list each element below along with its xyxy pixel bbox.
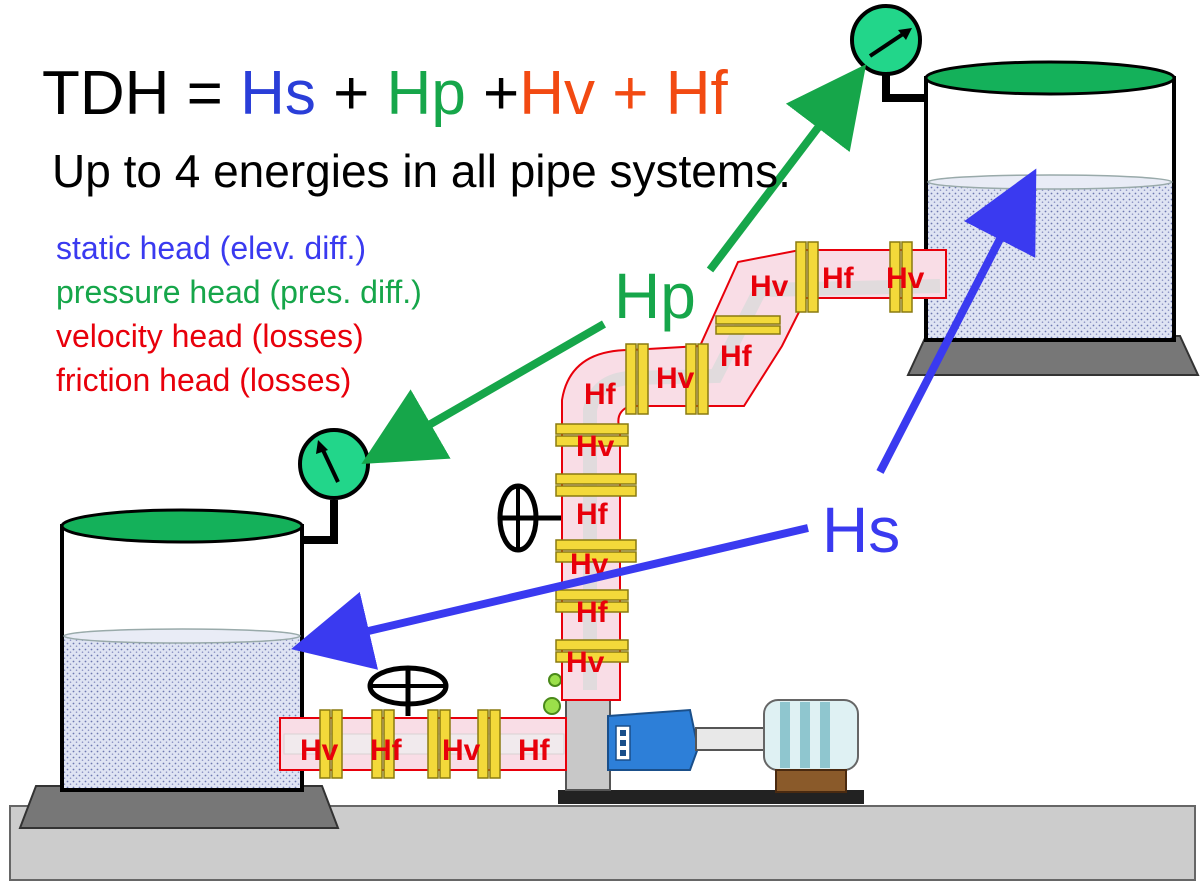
legend-pressure-head: pressure head (pres. diff.) [56, 274, 422, 310]
subtitle: Up to 4 energies in all pipe systems. [52, 145, 791, 197]
pipe-label: Hf [370, 734, 403, 767]
equation-lhs: TDH = [42, 59, 241, 128]
equation-plus: + [465, 59, 520, 128]
equation-hv: Hv [519, 59, 596, 128]
pump-assembly [543, 673, 864, 804]
suction-pressure-gauge [298, 428, 370, 544]
pipe-label: Hv [656, 362, 695, 395]
pipe-label: Hf [584, 378, 617, 411]
pipe-label: Hf [576, 498, 609, 531]
upper-pipe-labels: Hf Hv Hf Hv Hf Hv [584, 262, 925, 411]
pipe-label: Hf [518, 734, 551, 767]
equation-plus: + [595, 59, 666, 128]
legend-friction-head: friction head (losses) [56, 362, 352, 398]
pipe-label: Hv [886, 262, 925, 295]
equation-plus: + [315, 59, 387, 128]
hs-label: Hs [822, 494, 900, 566]
suction-tank [18, 508, 340, 829]
pipe-label: Hv [566, 646, 605, 679]
tdh-equation: TDH = Hs + Hp +Hv + Hf [42, 58, 728, 130]
discharge-valve [497, 483, 564, 553]
pipe-label: Hf [720, 340, 753, 373]
discharge-tank-top [924, 60, 1176, 96]
legend-static-head: static head (elev. diff.) [56, 230, 367, 266]
pipe-label: Hv [750, 270, 789, 303]
discharge-tank [906, 60, 1200, 376]
head-legend: static head (elev. diff.) pressure head … [56, 226, 422, 402]
pipe-label: Hf [822, 262, 855, 295]
suction-pipe-labels: Hv Hf Hv Hf [300, 734, 551, 767]
pipe-label: Hv [442, 734, 481, 767]
discharge-pressure-gauge [850, 4, 926, 102]
equation-hs: Hs [240, 59, 316, 128]
pipe-label: Hv [300, 734, 339, 767]
legend-velocity-head: velocity head (losses) [56, 318, 364, 354]
pressure-head-arrows [361, 64, 867, 464]
suction-tank-top [60, 508, 304, 544]
pipe-flanges [319, 241, 913, 779]
equation-hp: Hp [386, 59, 466, 128]
pipe-label: Hv [576, 430, 615, 463]
static-head-arrows [291, 168, 1037, 670]
suction-valve [367, 665, 449, 716]
hp-label: Hp [614, 260, 696, 332]
equation-hf: Hf [665, 59, 728, 128]
pipe-label: Hf [576, 596, 609, 629]
